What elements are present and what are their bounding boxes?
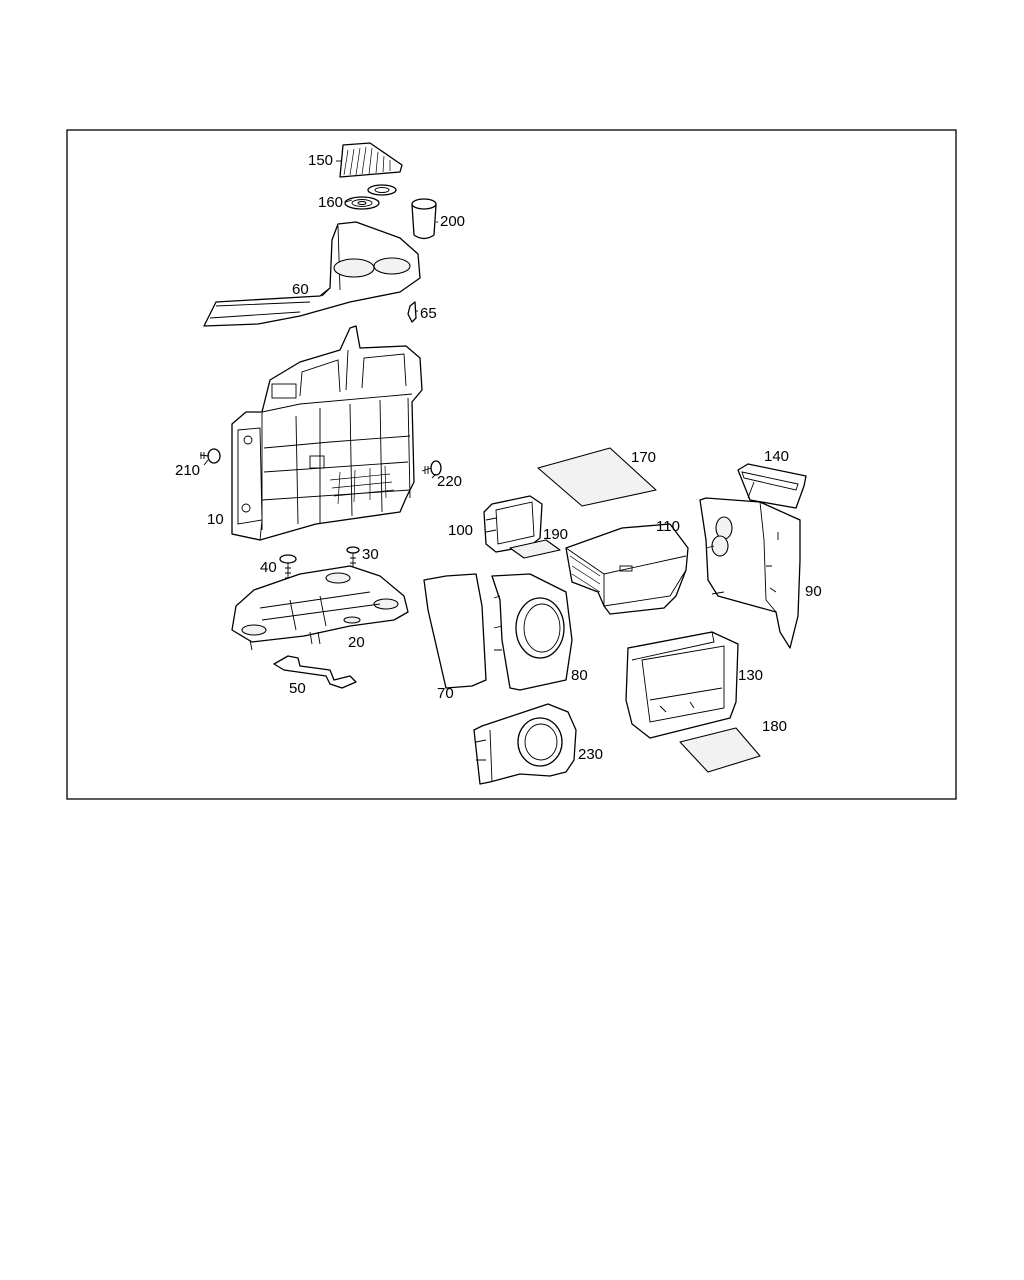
label-90: 90 (805, 583, 822, 600)
label-40: 40 (260, 559, 277, 576)
part-90-right-trim[interactable] (699, 497, 801, 649)
part-70-side-panel[interactable] (423, 573, 487, 689)
part-60-top-trim[interactable] (203, 221, 421, 327)
part-130-bezel[interactable] (625, 631, 739, 739)
label-110: 110 (656, 518, 680, 535)
label-80: 80 (571, 667, 588, 684)
callout-labels: 150 160 200 60 65 210 220 10 30 40 20 50… (175, 152, 822, 763)
part-230-speaker-housing[interactable] (473, 703, 577, 785)
label-65: 65 (420, 305, 437, 322)
part-140-tray[interactable] (737, 463, 807, 509)
part-200-cup-insert[interactable] (411, 198, 437, 240)
label-70: 70 (437, 685, 454, 702)
label-130: 130 (738, 667, 763, 684)
label-30: 30 (362, 546, 379, 563)
label-100: 100 (448, 522, 473, 539)
part-30-screw[interactable] (346, 546, 360, 574)
label-190: 190 (543, 526, 568, 543)
part-190-pad[interactable] (509, 539, 561, 559)
label-140: 140 (764, 448, 789, 465)
label-150: 150 (308, 152, 333, 169)
label-20: 20 (348, 634, 365, 651)
label-210: 210 (175, 462, 200, 479)
part-50-bracket[interactable] (273, 655, 357, 689)
label-180: 180 (762, 718, 787, 735)
part-20-base-plate[interactable] (231, 565, 409, 651)
part-220-screw[interactable] (421, 460, 442, 476)
part-100-vent-duct[interactable] (483, 495, 543, 553)
part-40-screw[interactable] (279, 554, 297, 582)
part-65-clip[interactable] (407, 301, 417, 323)
diagram-frame (66, 129, 957, 800)
label-230: 230 (578, 746, 603, 763)
part-210-screw[interactable] (199, 448, 221, 464)
part-180-mat[interactable] (679, 727, 761, 773)
label-50: 50 (289, 680, 306, 697)
label-220: 220 (437, 473, 462, 490)
leader-lines (203, 160, 438, 479)
label-170: 170 (631, 449, 656, 466)
label-10: 10 (207, 511, 224, 528)
label-60: 60 (292, 281, 309, 298)
part-170-mat[interactable] (537, 447, 657, 507)
part-150-grille[interactable] (339, 142, 403, 178)
label-200: 200 (440, 213, 465, 230)
part-160-rings[interactable] (344, 184, 397, 210)
part-80-speaker-panel[interactable] (491, 573, 573, 691)
part-110-storage-drawer[interactable] (565, 523, 689, 615)
part-10-console-frame[interactable] (231, 325, 423, 541)
label-160: 160 (318, 194, 343, 211)
